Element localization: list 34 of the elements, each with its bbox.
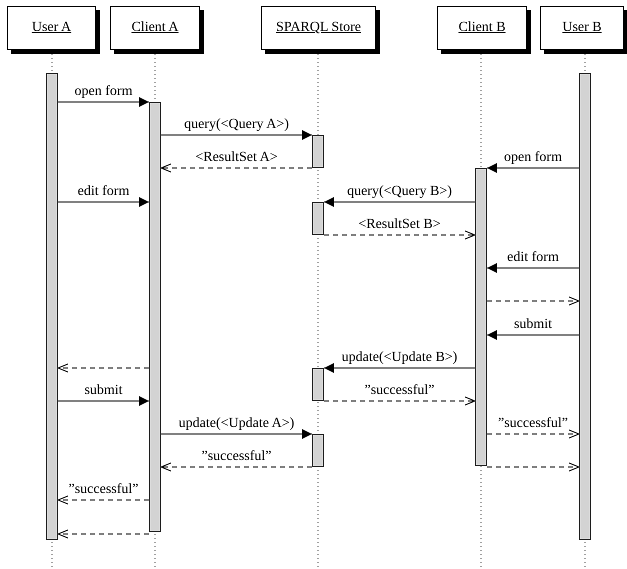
edge-label: query(<Query A>) — [183, 117, 290, 133]
activation-bar — [312, 434, 324, 467]
arrow — [160, 130, 312, 140]
activation-bar — [149, 102, 161, 532]
arrow — [324, 197, 476, 207]
activation-bar — [579, 73, 591, 540]
activation-bar — [312, 135, 324, 168]
arrow — [486, 163, 580, 173]
arrow — [324, 363, 476, 373]
edge-label: open form — [503, 150, 563, 166]
edge-label: open form — [74, 84, 134, 100]
arrow — [160, 429, 312, 439]
edge-label: update(<Update A>) — [178, 416, 296, 432]
arrow — [58, 496, 150, 504]
arrow — [486, 462, 580, 472]
arrow — [58, 97, 150, 107]
arrow — [324, 230, 476, 240]
arrow — [160, 164, 312, 172]
arrow — [58, 396, 150, 406]
activation-bar — [475, 168, 487, 466]
arrow — [58, 197, 150, 207]
arrow — [486, 330, 580, 340]
arrow — [486, 430, 580, 438]
arrow — [58, 530, 150, 538]
activation-bar — [312, 202, 324, 235]
activation-bar — [46, 73, 58, 540]
edge-label: update(<Update B>) — [340, 350, 458, 366]
edge-label: query(<Query B>) — [346, 184, 453, 200]
arrow — [324, 396, 476, 406]
activation-bar — [312, 368, 324, 401]
arrow — [486, 263, 580, 273]
arrow — [486, 296, 580, 306]
arrow — [160, 462, 312, 472]
arrow — [58, 364, 150, 372]
